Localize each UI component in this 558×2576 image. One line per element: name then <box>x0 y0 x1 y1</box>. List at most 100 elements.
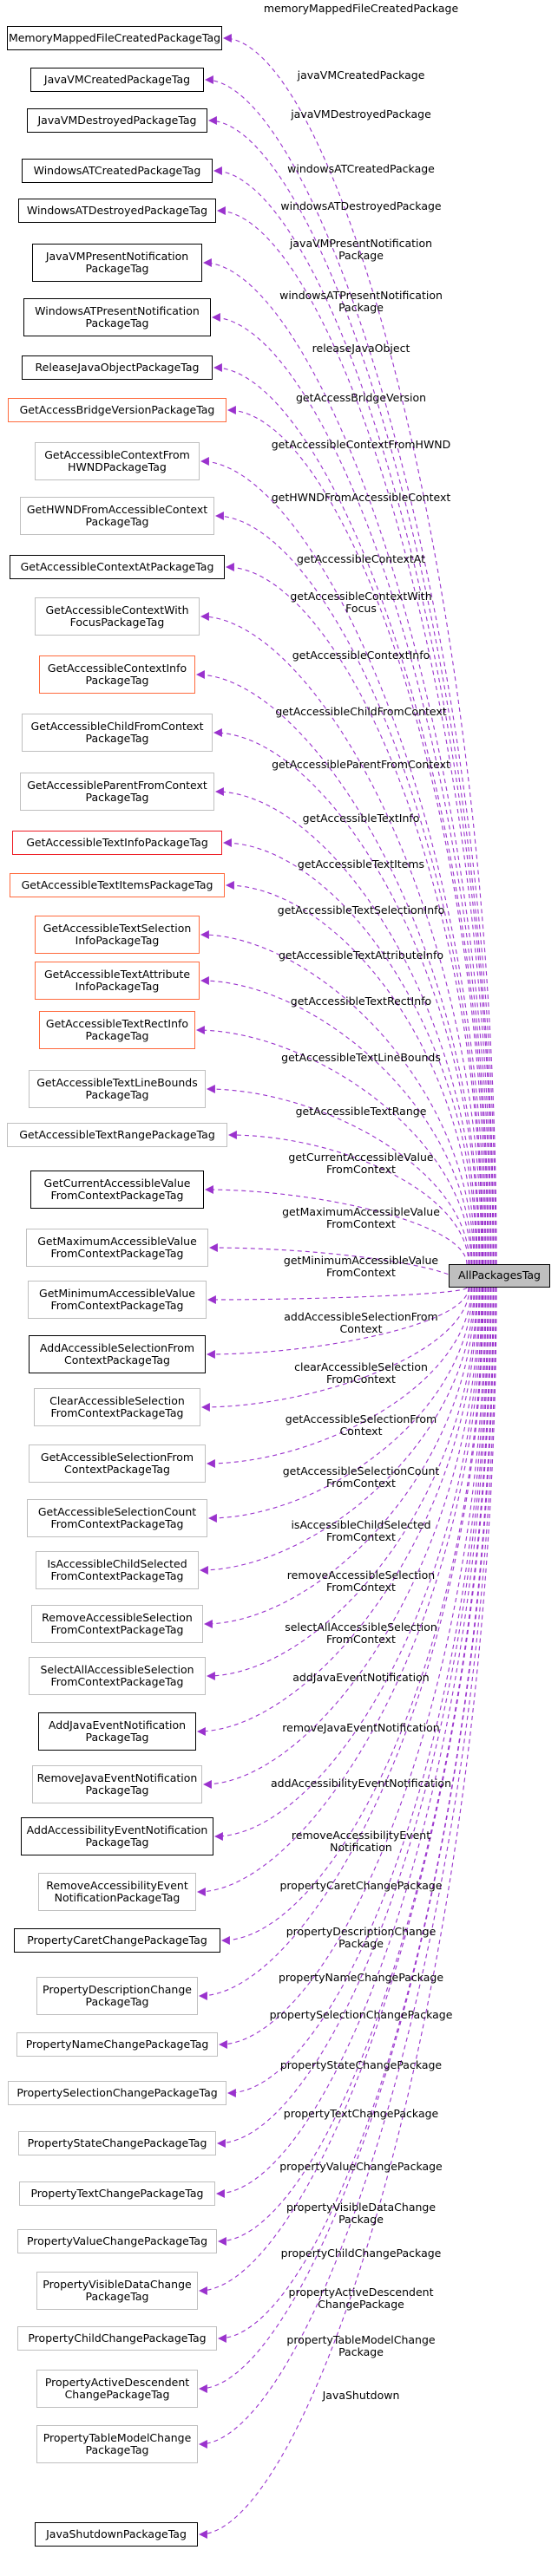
edge-label: getAccessibleParentFromContext <box>272 758 450 771</box>
node-get-accessible-text-selection-info-package-tag[interactable]: GetAccessibleTextSelection InfoPackageTa… <box>35 916 200 954</box>
node-property-child-change-package-tag[interactable]: PropertyChildChangePackageTag <box>17 2326 217 2351</box>
node-get-accessible-text-items-package-tag[interactable]: GetAccessibleTextItemsPackageTag <box>10 873 225 897</box>
node-get-accessible-text-attribute-info-package-tag[interactable]: GetAccessibleTextAttribute InfoPackageTa… <box>35 962 200 1000</box>
node-get-accessible-child-from-context-package-tag[interactable]: GetAccessibleChildFromContext PackageTag <box>22 714 213 752</box>
edge-get-accessible-context-from-hwnd <box>200 457 486 1265</box>
node-get-accessible-selection-from-context-package-tag[interactable]: GetAccessibleSelectionFrom ContextPackag… <box>29 1445 206 1483</box>
edge-label: propertyChildChangePackage <box>280 2247 442 2260</box>
edge-java-vmcreated-package <box>205 75 496 1265</box>
node-label: GetAccessibleTextSelection InfoPackageTa… <box>43 921 192 947</box>
node-property-selection-change-package-tag[interactable]: PropertySelectionChangePackageTag <box>8 2081 226 2105</box>
edge-label: propertyCaretChangePackage <box>279 1879 443 1892</box>
node-label: GetAccessibleTextInfoPackageTag <box>26 835 208 849</box>
edge-label: propertyActiveDescendent ChangePackage <box>288 2286 434 2311</box>
node-release-java-object-package-tag[interactable]: ReleaseJavaObjectPackageTag <box>22 355 213 380</box>
edge-get-accessible-context-with-focus <box>200 612 483 1265</box>
node-label: GetAccessBridgeVersionPackageTag <box>19 402 215 416</box>
node-get-minimum-accessible-value-from-context-package-tag[interactable]: GetMinimumAccessibleValue FromContextPac… <box>28 1281 207 1319</box>
node-get-accessible-context-with-focus-package-tag[interactable]: GetAccessibleContextWith FocusPackageTag <box>35 597 200 636</box>
node-get-accessible-text-range-package-tag[interactable]: GetAccessibleTextRangePackageTag <box>7 1123 227 1147</box>
node-label: GetCurrentAccessibleValue FromContextPac… <box>43 1176 191 1202</box>
node-get-maximum-accessible-value-from-context-package-tag[interactable]: GetMaximumAccessibleValue FromContextPac… <box>26 1229 208 1267</box>
node-label: ReleaseJavaObjectPackageTag <box>35 360 200 374</box>
edge-label: getMaximumAccessibleValue FromContext <box>282 1205 440 1230</box>
edge-get-accessible-text-selection-info <box>200 930 475 1265</box>
node-property-description-change-package-tag[interactable]: PropertyDescriptionChange PackageTag <box>36 1977 198 2015</box>
node-add-accessible-selection-from-context-package-tag[interactable]: AddAccessibleSelectionFrom ContextPackag… <box>29 1335 206 1373</box>
edge-get-accessible-text-items <box>226 881 476 1265</box>
node-is-accessible-child-selected-from-context-package-tag[interactable]: IsAccessibleChildSelected FromContextPac… <box>36 1551 199 1589</box>
edge-add-accessible-selection-from-context <box>207 1287 469 1359</box>
edge-property-child-change-package <box>218 1287 494 2343</box>
node-label: GetAccessibleTextAttribute InfoPackageTa… <box>43 967 191 993</box>
edge-get-access-bridge-version <box>227 406 487 1265</box>
node-remove-java-event-notification-package-tag[interactable]: RemoveJavaEventNotification PackageTag <box>32 1765 202 1803</box>
node-get-current-accessible-value-from-context-package-tag[interactable]: GetCurrentAccessibleValue FromContextPac… <box>30 1171 204 1209</box>
node-property-visible-data-change-package-tag[interactable]: PropertyVisibleDataChange PackageTag <box>36 2272 198 2310</box>
edge-remove-java-event-notification <box>203 1287 480 1789</box>
node-label: WindowsATPresentNotification PackageTag <box>35 303 200 329</box>
node-get-accessible-context-from-hwndpackage-tag[interactable]: GetAccessibleContextFrom HWNDPackageTag <box>35 442 200 480</box>
node-java-shutdown-package-tag[interactable]: JavaShutdownPackageTag <box>35 2522 198 2547</box>
root-node-label: AllPackagesTag <box>458 1268 541 1282</box>
node-label: SelectAllAccessibleSelection FromContext… <box>40 1662 194 1688</box>
node-label: PropertyCaretChangePackageTag <box>27 1933 207 1947</box>
node-label: PropertySelectionChangePackageTag <box>16 2085 218 2099</box>
node-property-value-change-package-tag[interactable]: PropertyValueChangePackageTag <box>17 2229 217 2253</box>
edge-windows-atcreated-package <box>213 166 494 1265</box>
node-property-table-model-change-package-tag[interactable]: PropertyTableModelChange PackageTag <box>36 2425 198 2463</box>
node-remove-accessibility-event-notification-package-tag[interactable]: RemoveAccessibilityEvent NotificationPac… <box>38 1873 196 1911</box>
node-java-vmpresent-notification-package-tag[interactable]: JavaVMPresentNotification PackageTag <box>32 244 202 282</box>
edge-label: propertyValueChangePackage <box>279 2160 443 2173</box>
node-property-state-change-package-tag[interactable]: PropertyStateChangePackageTag <box>18 2131 216 2155</box>
node-label: GetAccessibleSelectionFrom ContextPackag… <box>40 1450 194 1476</box>
node-add-java-event-notification-package-tag[interactable]: AddJavaEventNotification PackageTag <box>38 1712 196 1751</box>
node-windows-atcreated-package-tag[interactable]: WindowsATCreatedPackageTag <box>22 159 213 183</box>
node-property-text-change-package-tag[interactable]: PropertyTextChangePackageTag <box>19 2181 215 2206</box>
root-node-allpackagestag[interactable]: AllPackagesTag <box>449 1264 550 1288</box>
node-get-accessible-context-at-package-tag[interactable]: GetAccessibleContextAtPackageTag <box>10 555 225 579</box>
node-label: JavaShutdownPackageTag <box>46 2527 187 2540</box>
node-memory-mapped-file-created-package-tag[interactable]: MemoryMappedFileCreatedPackageTag <box>7 26 222 50</box>
edge-get-accessible-child-from-context <box>213 728 480 1265</box>
node-get-accessible-parent-from-context-package-tag[interactable]: GetAccessibleParentFromContext PackageTa… <box>20 773 214 811</box>
node-clear-accessible-selection-from-context-package-tag[interactable]: ClearAccessibleSelection FromContextPack… <box>34 1388 200 1426</box>
node-java-vmcreated-package-tag[interactable]: JavaVMCreatedPackageTag <box>30 68 204 92</box>
edge-label: getAccessibleTextSelectionInfo <box>277 903 445 916</box>
edge-label: getAccessibleSelectionFrom Context <box>285 1412 437 1438</box>
edge-get-accessible-selection-from-context <box>207 1287 472 1468</box>
node-get-hwndfrom-accessible-context-package-tag[interactable]: GetHWNDFromAccessibleContext PackageTag <box>20 497 214 535</box>
edge-get-accessible-text-range <box>228 1131 469 1265</box>
edge-label: clearAccessibleSelection FromContext <box>294 1360 428 1386</box>
node-get-accessible-text-rect-info-package-tag[interactable]: GetAccessibleTextRectInfo PackageTag <box>39 1011 195 1049</box>
node-property-caret-change-package-tag[interactable]: PropertyCaretChangePackageTag <box>14 1928 220 1953</box>
node-select-all-accessible-selection-from-context-package-tag[interactable]: SelectAllAccessibleSelection FromContext… <box>29 1657 206 1695</box>
edge-property-table-model-change-package <box>199 1287 496 2449</box>
node-java-vmdestroyed-package-tag[interactable]: JavaVMDestroyedPackageTag <box>27 108 207 133</box>
node-label: ClearAccessibleSelection FromContextPack… <box>49 1393 185 1419</box>
node-get-accessible-text-info-package-tag[interactable]: GetAccessibleTextInfoPackageTag <box>12 831 222 855</box>
edge-property-description-change-package <box>199 1287 484 2000</box>
edge-java-shutdown <box>199 1287 497 2539</box>
node-windows-atpresent-notification-package-tag[interactable]: WindowsATPresentNotification PackageTag <box>23 298 211 336</box>
node-get-access-bridge-version-package-tag[interactable]: GetAccessBridgeVersionPackageTag <box>8 398 226 422</box>
node-label: GetAccessibleContextFrom HWNDPackageTag <box>44 447 190 473</box>
node-label: RemoveAccessibilityEvent NotificationPac… <box>46 1878 188 1904</box>
node-windows-atdestroyed-package-tag[interactable]: WindowsATDestroyedPackageTag <box>18 199 216 223</box>
node-get-accessible-text-line-bounds-package-tag[interactable]: GetAccessibleTextLineBounds PackageTag <box>29 1070 206 1108</box>
node-get-accessible-selection-count-from-context-package-tag[interactable]: GetAccessibleSelectionCount FromContextP… <box>27 1499 207 1537</box>
node-remove-accessible-selection-from-context-package-tag[interactable]: RemoveAccessibleSelection FromContextPac… <box>31 1605 203 1643</box>
node-label: PropertyVisibleDataChange PackageTag <box>43 2277 192 2303</box>
edge-add-java-event-notification <box>197 1287 478 1736</box>
edge-label: removeJavaEventNotification <box>282 1721 440 1734</box>
node-get-accessible-context-info-package-tag[interactable]: GetAccessibleContextInfo PackageTag <box>39 655 195 694</box>
edge-java-vmdestroyed-package <box>208 116 495 1265</box>
edge-label: javaVMCreatedPackage <box>297 68 425 82</box>
node-property-active-descendent-change-package-tag[interactable]: PropertyActiveDescendent ChangePackageTa… <box>36 2370 198 2408</box>
node-label: PropertyTableModelChange PackageTag <box>43 2430 192 2456</box>
node-property-name-change-package-tag[interactable]: PropertyNameChangePackageTag <box>16 2032 218 2057</box>
node-add-accessibility-event-notification-package-tag[interactable]: AddAccessibilityEventNotification Packag… <box>21 1817 213 1855</box>
edge-label: windowsATPresentNotification Package <box>279 289 443 314</box>
